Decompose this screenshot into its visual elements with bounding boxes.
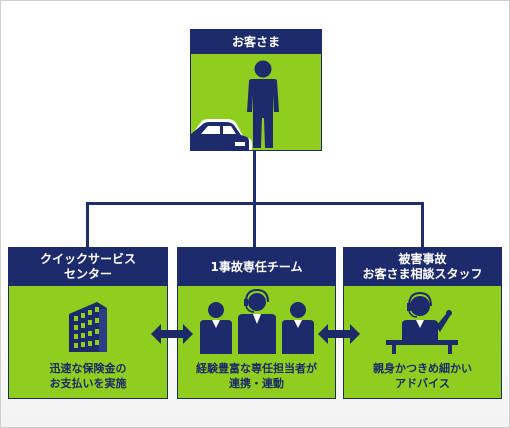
connector-left	[86, 202, 89, 248]
team-icon	[194, 288, 320, 354]
customer-box: お客さま	[190, 29, 322, 151]
victim-consultation-box: 被害事故 お客さま相談スタッフ 親身かつきめ細かい アドバイス	[343, 247, 502, 399]
consultant-icon	[382, 292, 462, 354]
connector-trunk	[253, 150, 256, 205]
dedicated-team-box: 1事故専任チーム 経験豊富な専任担当者が 連携・連動	[177, 247, 336, 399]
dedicated-team-title: 1事故専任チーム	[178, 248, 335, 286]
building-icon	[67, 300, 109, 354]
double-arrow-icon-left	[151, 324, 193, 344]
victim-consultation-title: 被害事故 お客さま相談スタッフ	[344, 248, 501, 286]
quick-service-center-title: クイックサービス センター	[9, 248, 167, 286]
connector-right	[421, 202, 424, 248]
customer-title: お客さま	[191, 30, 321, 54]
victim-consultation-text: 親身かつきめ細かい アドバイス	[373, 362, 472, 390]
quick-service-center-box: クイックサービス センター 迅速な保険金の お支払いを実施	[8, 247, 168, 399]
quick-service-center-text: 迅速な保険金の お支払いを実施	[49, 362, 127, 390]
dedicated-team-text: 経験豊富な専任担当者が 連携・連動	[196, 362, 317, 390]
person-icon	[245, 60, 281, 150]
connector-middle	[253, 202, 256, 248]
double-arrow-icon-right	[318, 324, 360, 344]
car-icon	[191, 118, 253, 150]
